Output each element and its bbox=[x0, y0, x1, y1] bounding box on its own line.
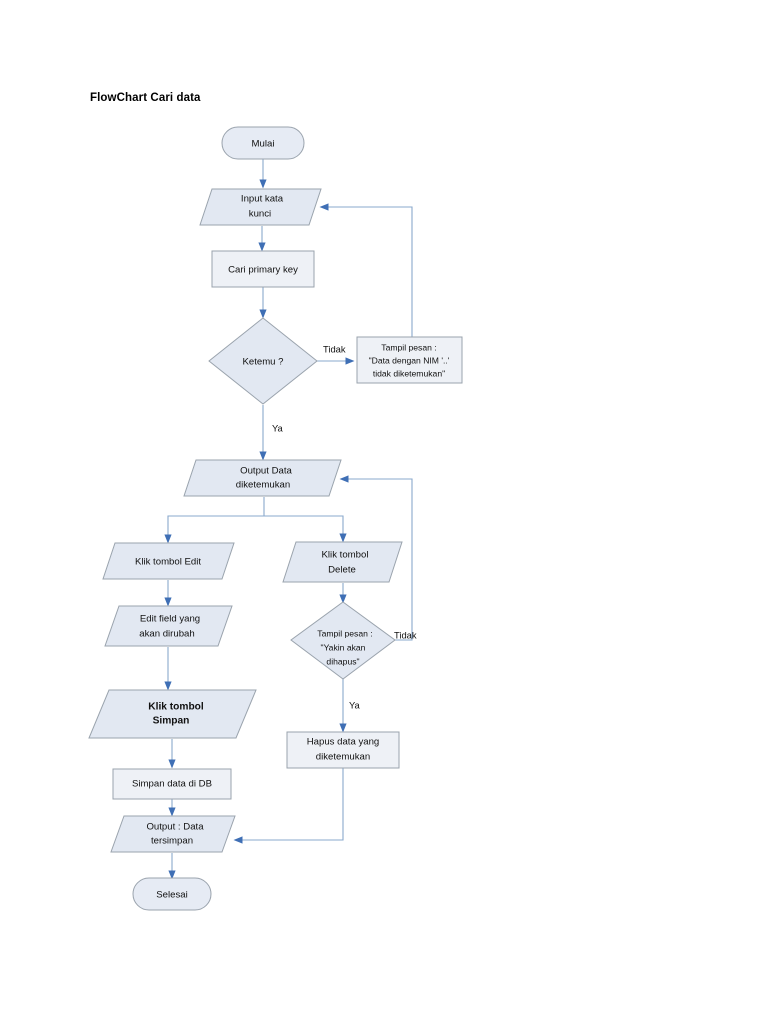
node-simpan-data-db[interactable]: Simpan data di DB bbox=[112, 768, 232, 800]
node-mulai[interactable]: Mulai bbox=[221, 126, 305, 160]
node-cari-primary-key[interactable]: Cari primary key bbox=[211, 250, 315, 288]
node-ketemu-label: Ketemu ? bbox=[242, 357, 283, 368]
node-yakin-dihapus-label-1: Tampil pesan : bbox=[317, 628, 372, 638]
node-hapus-data-label-2: diketemukan bbox=[316, 752, 370, 763]
node-selesai-label: Selesai bbox=[156, 890, 187, 901]
node-output-data-tersimpan-label-2: tersimpan bbox=[151, 836, 193, 847]
edges-layer: Tampil pesan --> Output Data diketemukan… bbox=[164, 159, 413, 880]
edge-yakin-tidak bbox=[339, 475, 413, 641]
node-yakin-dihapus-label-2: "Yakin akan bbox=[321, 642, 366, 652]
node-input-kata-kunci-label-2: kunci bbox=[249, 209, 271, 220]
node-cari-primary-key-label: Cari primary key bbox=[228, 265, 298, 276]
node-hapus-data[interactable]: Hapus data yang diketemukan bbox=[286, 731, 400, 769]
node-klik-tombol-delete[interactable]: Klik tombol Delete bbox=[282, 541, 403, 583]
node-klik-tombol-simpan[interactable]: Klik tombol Simpan bbox=[88, 689, 257, 739]
node-klik-tombol-delete-label-2: Delete bbox=[328, 565, 356, 576]
node-output-data-diketemukan[interactable]: Output Data diketemukan bbox=[183, 459, 342, 497]
edge-label-ya-ketemu: Ya bbox=[272, 422, 284, 433]
node-simpan-data-db-label: Simpan data di DB bbox=[132, 779, 212, 790]
node-output-data-tersimpan[interactable]: Output : Data tersimpan bbox=[110, 815, 236, 853]
node-tampil-pesan-nim-label-1: Tampil pesan : bbox=[381, 342, 436, 352]
edge-label-tidak-ketemu: Tidak bbox=[323, 343, 346, 354]
node-tampil-pesan-nim-label-3: tidak diketemukan" bbox=[373, 368, 445, 378]
nodes-layer: Mulai Input kata kunci Cari primary key … bbox=[88, 126, 463, 911]
page-title: FlowChart Cari data bbox=[90, 92, 201, 104]
node-yakin-dihapus-label-3: dihapus" bbox=[326, 656, 359, 666]
node-output-data-diketemukan-label-2: diketemukan bbox=[236, 480, 290, 491]
node-hapus-data-label-1: Hapus data yang bbox=[307, 737, 380, 748]
node-klik-tombol-simpan-label-2: Simpan bbox=[153, 716, 190, 727]
node-klik-tombol-edit[interactable]: Klik tombol Edit bbox=[102, 542, 235, 580]
node-input-kata-kunci-label-1: Input kata bbox=[241, 194, 284, 205]
node-output-data-tersimpan-label-1: Output : Data bbox=[146, 822, 204, 833]
edge-label-ya-hapus: Ya bbox=[349, 699, 361, 710]
node-yakin-dihapus[interactable]: Tampil pesan : "Yakin akan dihapus" bbox=[290, 601, 396, 680]
node-tampil-pesan-nim-label-2: "Data dengan NIM '..' bbox=[369, 355, 450, 365]
edge-output-to-delete bbox=[264, 515, 347, 543]
node-klik-tombol-delete-label-1: Klik tombol bbox=[322, 550, 369, 561]
node-ketemu[interactable]: Ketemu ? bbox=[208, 317, 318, 405]
edge-labels-layer: Tidak Ya Tidak Ya bbox=[272, 343, 417, 710]
edge-output-to-edit bbox=[164, 497, 265, 544]
edge-label-tidak-hapus: Tidak bbox=[394, 629, 417, 640]
edge-hapus-to-tersimpan bbox=[233, 766, 344, 844]
node-klik-tombol-edit-label: Klik tombol Edit bbox=[135, 557, 201, 568]
node-klik-tombol-simpan-label-1: Klik tombol bbox=[148, 702, 204, 713]
node-edit-field-label-2: akan dirubah bbox=[139, 629, 194, 640]
node-edit-field[interactable]: Edit field yang akan dirubah bbox=[104, 605, 233, 647]
node-output-data-diketemukan-label-1: Output Data bbox=[240, 466, 292, 477]
node-tampil-pesan-nim[interactable]: Tampil pesan : "Data dengan NIM '..' tid… bbox=[356, 336, 463, 384]
node-edit-field-label-1: Edit field yang bbox=[140, 614, 200, 625]
node-selesai[interactable]: Selesai bbox=[132, 877, 212, 911]
node-mulai-label: Mulai bbox=[252, 139, 275, 150]
node-input-kata-kunci[interactable]: Input kata kunci bbox=[199, 188, 322, 226]
edge-pesan-back-to-input bbox=[319, 203, 413, 337]
